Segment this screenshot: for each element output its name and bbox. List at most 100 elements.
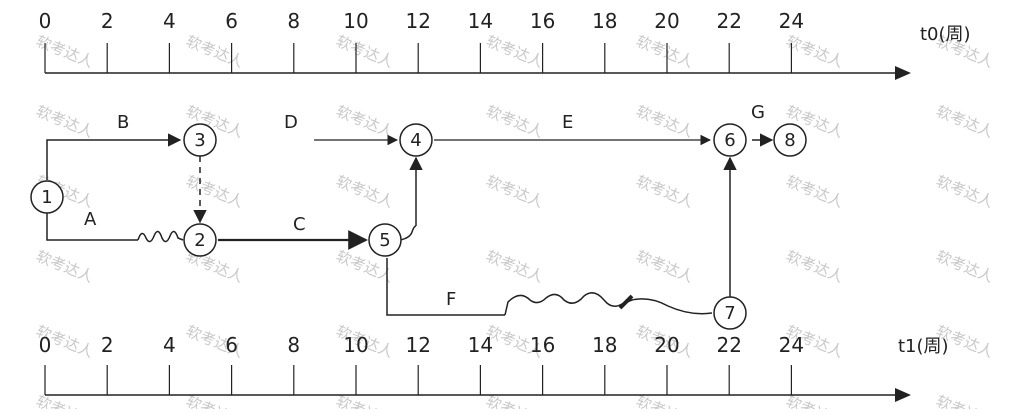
top-axis-tick-label-10: 10 <box>343 9 368 33</box>
watermark-text: 软考达人 <box>484 172 546 211</box>
watermark-text: 软考达人 <box>484 102 546 141</box>
top-axis-tick-label-16: 16 <box>530 9 555 33</box>
watermark-text: 软考达人 <box>784 247 846 286</box>
bottom-axis-tick-label-4: 4 <box>163 333 176 357</box>
bottom-axis-tick-label-20: 20 <box>654 333 679 357</box>
bottom-axis-tick-label-10: 10 <box>343 333 368 357</box>
activity-B: B <box>46 112 182 180</box>
bottom-axis-tick-label-8: 8 <box>287 333 300 357</box>
watermark-text: 软考达人 <box>334 172 396 211</box>
activity-F-tick-mark <box>618 294 634 310</box>
bottom-axis-tick-label-12: 12 <box>405 333 430 357</box>
bottom-axis-tick-label-18: 18 <box>592 333 617 357</box>
watermark-text: 软考达人 <box>184 172 246 211</box>
top-axis-tick-label-12: 12 <box>405 9 430 33</box>
node-8-circle <box>773 123 807 157</box>
node-5-circle <box>368 223 402 257</box>
activity-C: C <box>218 214 368 250</box>
top-axis-tick-label-24: 24 <box>779 9 804 33</box>
top-axis-tick-label-20: 20 <box>654 9 679 33</box>
watermark-text: 软考达人 <box>484 247 546 286</box>
node-2-circle <box>183 223 217 257</box>
node-7-label: 7 <box>724 303 735 324</box>
watermark-text: 软考达人 <box>484 32 546 71</box>
top-axis-title: t0(周) <box>920 24 971 45</box>
top-axis-tick-label-22: 22 <box>716 9 741 33</box>
watermark-text: 软考达人 <box>784 172 846 211</box>
bottom-axis-title: t1(周) <box>898 336 949 357</box>
bottom-axis-tick-label-22: 22 <box>716 333 741 357</box>
activity-B-label: B <box>117 112 129 133</box>
activity-B-line <box>46 133 182 180</box>
bottom-axis-arrow <box>895 388 911 402</box>
bottom-axis-tick-label-6: 6 <box>225 333 238 357</box>
watermark-text: 软考达人 <box>34 247 96 286</box>
watermark-text: 软考达人 <box>784 32 846 71</box>
watermark-text: 软考达人 <box>634 247 696 286</box>
node-6: 6 <box>713 123 747 157</box>
node-3-label: 3 <box>194 130 205 151</box>
node-6-label: 6 <box>724 130 735 151</box>
node-7: 7 <box>713 296 747 330</box>
bottom-axis-tick-label-0: 0 <box>39 333 52 357</box>
activity-F-float-wave <box>504 292 713 316</box>
watermark-text: 软考达人 <box>934 392 996 409</box>
watermark-text: 软考达人 <box>634 172 696 211</box>
activity-A: A <box>46 209 184 243</box>
top-axis-tick-label-8: 8 <box>287 9 300 33</box>
activity-E-label: E <box>562 112 573 133</box>
activity-F: F <box>386 258 713 316</box>
watermark-text: 软考达人 <box>34 32 96 71</box>
top-axis-arrow <box>895 66 911 80</box>
node-7-circle <box>713 296 747 330</box>
node-1: 1 <box>30 180 64 214</box>
top-axis-tick-label-4: 4 <box>163 9 176 33</box>
activity-A-label: A <box>84 209 97 230</box>
activity-F-line <box>386 258 505 316</box>
activity-F-label: F <box>446 289 456 310</box>
node-1-label: 1 <box>41 187 52 208</box>
activity-E: E <box>434 112 712 146</box>
top-axis-tick-label-14: 14 <box>468 9 493 33</box>
node-5: 5 <box>368 223 402 257</box>
node-3-circle <box>183 123 217 157</box>
node-4: 4 <box>399 123 433 157</box>
watermark-text: 软考达人 <box>934 102 996 141</box>
activity-G-label: G <box>751 102 765 123</box>
watermark-text: 软考达人 <box>934 172 996 211</box>
top-axis-tick-label-18: 18 <box>592 9 617 33</box>
activity-D-label: D <box>284 112 298 133</box>
watermark-text: 软考达人 <box>934 247 996 286</box>
watermark-text: 软考达人 <box>634 102 696 141</box>
node-5-label: 5 <box>379 230 390 251</box>
node-3: 3 <box>183 123 217 157</box>
activity-D: D <box>284 112 399 146</box>
activity-A-line <box>46 213 138 241</box>
bottom-axis-tick-label-16: 16 <box>530 333 555 357</box>
bottom-axis-tick-label-14: 14 <box>468 333 493 357</box>
watermark-layer: 软考达人软考达人软考达人软考达人软考达人软考达人软考达人软考达人软考达人软考达人… <box>34 32 996 414</box>
node-8-label: 8 <box>784 130 795 151</box>
bottom-axis-tick-label-24: 24 <box>779 333 804 357</box>
dummy-5-to-4 <box>399 156 423 241</box>
watermark-text: 软考达人 <box>34 102 96 141</box>
node-4-circle <box>399 123 433 157</box>
node-1-circle <box>30 180 64 214</box>
node-6-circle <box>713 123 747 157</box>
watermark-text: 软考达人 <box>184 32 246 71</box>
top-axis-tick-label-2: 2 <box>101 9 114 33</box>
activity-C-label: C <box>293 214 306 235</box>
node-4-label: 4 <box>410 130 421 151</box>
node-8: 8 <box>773 123 807 157</box>
node-2-label: 2 <box>194 230 205 251</box>
activity-A-float-wave <box>137 230 184 243</box>
node-2: 2 <box>183 223 217 257</box>
watermark-text: 软考达人 <box>334 32 396 71</box>
activity-G: G <box>751 102 774 147</box>
